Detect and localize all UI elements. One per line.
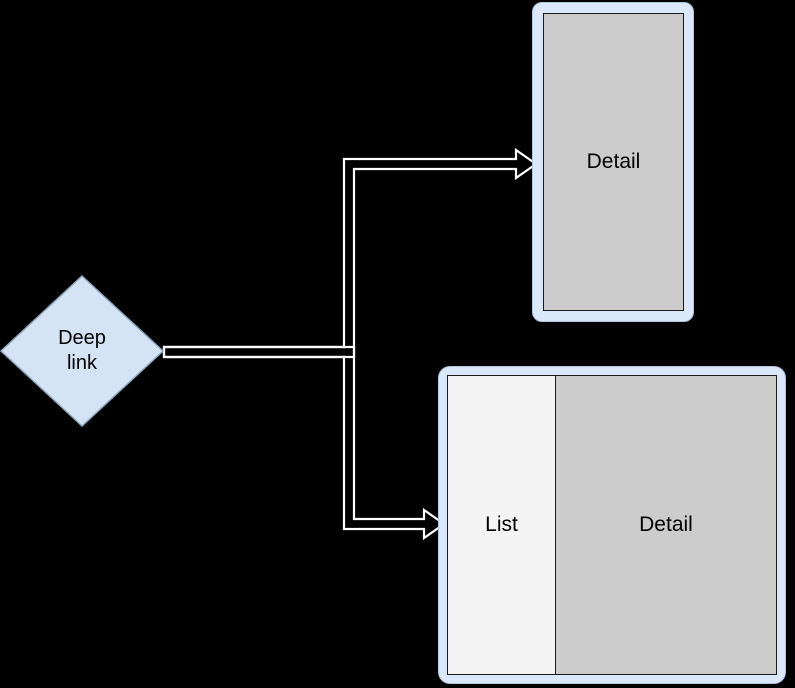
node-deep-link[interactable]: Deep link [0, 275, 164, 427]
tablet-pane-detail[interactable]: Detail [556, 376, 776, 674]
node-phone-detail[interactable]: Detail [532, 2, 694, 322]
edge-deep-link-to-tablet [162, 345, 446, 541]
node-tablet-list-detail[interactable]: List Detail [438, 366, 786, 684]
phone-screen: Detail [543, 13, 684, 311]
edge-deep-link-to-phone [162, 147, 538, 359]
phone-pane-detail[interactable]: Detail [544, 14, 683, 310]
tablet-pane-list[interactable]: List [448, 376, 556, 674]
diamond-shape [0, 275, 164, 427]
node-deep-link-label: Deep link [58, 327, 106, 374]
tablet-screen: List Detail [447, 375, 777, 675]
